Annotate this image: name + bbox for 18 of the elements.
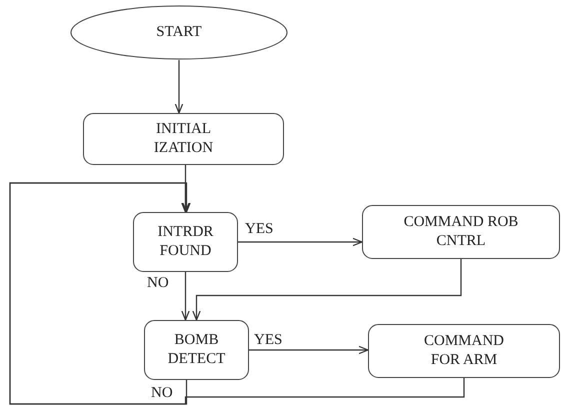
node-label: COMMAND FOR ARM	[422, 332, 505, 370]
terminal-ellipse	[70, 5, 288, 60]
process-box	[83, 113, 284, 165]
arrow	[9, 182, 465, 405]
process-box	[144, 320, 249, 380]
arrow	[174, 60, 184, 114]
node-label: BOMB DETECT	[166, 331, 226, 369]
process-box	[133, 212, 238, 272]
arrow	[192, 259, 462, 321]
node-label: INITIAL IZATION	[152, 120, 214, 158]
node-label: START	[155, 23, 203, 42]
process-box	[362, 205, 560, 259]
arrow	[238, 238, 363, 246]
process-box	[368, 324, 560, 378]
node-label: COMMAND ROB CNTRL	[402, 213, 520, 251]
arrow	[181, 272, 190, 321]
arrow	[249, 346, 369, 354]
node-label: INTRDR FOUND	[156, 223, 214, 261]
